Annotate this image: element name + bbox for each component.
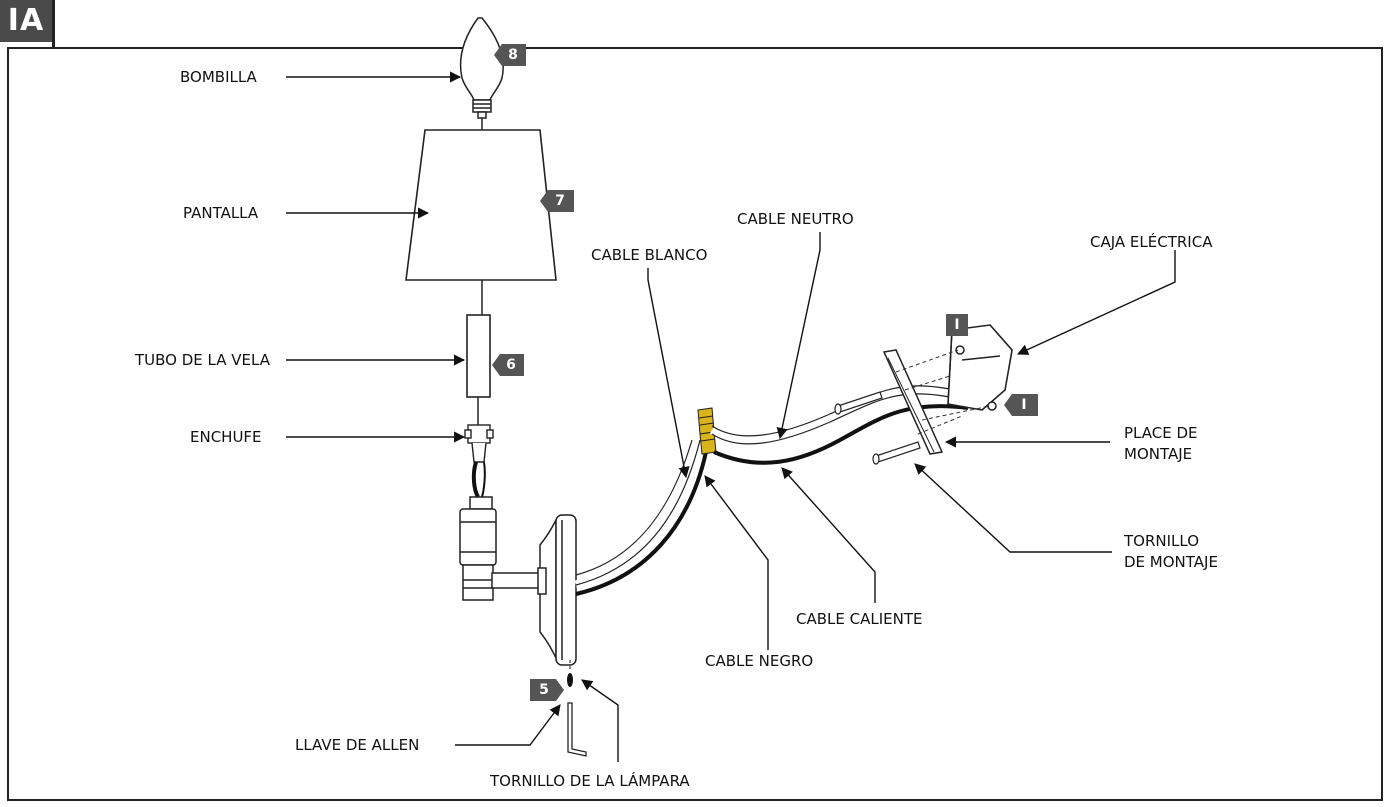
socket-plug xyxy=(464,424,494,463)
badge-shade: 7 xyxy=(540,190,574,212)
badge-box-bottom: I xyxy=(1004,394,1038,416)
label-tubo-vela: TUBO DE LA VELA xyxy=(135,351,270,369)
label-enchufe: ENCHUFE xyxy=(190,428,262,446)
step-tab-connector xyxy=(52,0,55,49)
label-bombilla: BOMBILLA xyxy=(180,68,257,86)
label-cable-negro: CABLE NEGRO xyxy=(705,652,814,670)
label-tornillo-lampara: TORNILLO DE LA LÁMPARA xyxy=(490,772,690,790)
diagram-frame xyxy=(7,47,1383,801)
lamp-shade xyxy=(405,129,557,281)
allen-key xyxy=(567,702,587,757)
label-placa-montaje-2: MONTAJE xyxy=(1124,445,1193,463)
label-tornillo-montaje-1: TORNILLO xyxy=(1124,532,1200,550)
badge-bulb: 8 xyxy=(494,44,526,66)
step-tab: IA xyxy=(0,0,52,42)
label-llave-allen: LLAVE DE ALLEN xyxy=(295,736,420,754)
label-cable-blanco: CABLE BLANCO xyxy=(591,246,708,264)
label-cable-caliente: CABLE CALIENTE xyxy=(796,610,923,628)
electrical-box xyxy=(947,324,1013,411)
label-caja-electrica: CAJA ELÉCTRICA xyxy=(1090,233,1213,251)
wall-plate xyxy=(537,514,577,666)
candle-tube xyxy=(466,314,491,398)
badge-candle-tube: 6 xyxy=(492,354,524,376)
label-placa-montaje-1: PLACE DE xyxy=(1124,424,1198,442)
badge-screw: 5 xyxy=(530,679,564,701)
lamp-body xyxy=(459,496,541,601)
badge-box-top: I xyxy=(946,314,968,336)
light-bulb xyxy=(459,17,504,119)
lamp-screw xyxy=(567,673,573,687)
mounting-screws xyxy=(834,391,921,465)
mounting-plate xyxy=(882,349,944,455)
label-tornillo-montaje-2: DE MONTAJE xyxy=(1124,553,1218,571)
label-pantalla: PANTALLA xyxy=(183,204,259,222)
label-cable-neutro: CABLE NEUTRO xyxy=(737,210,854,228)
leader-lines xyxy=(286,71,1176,762)
